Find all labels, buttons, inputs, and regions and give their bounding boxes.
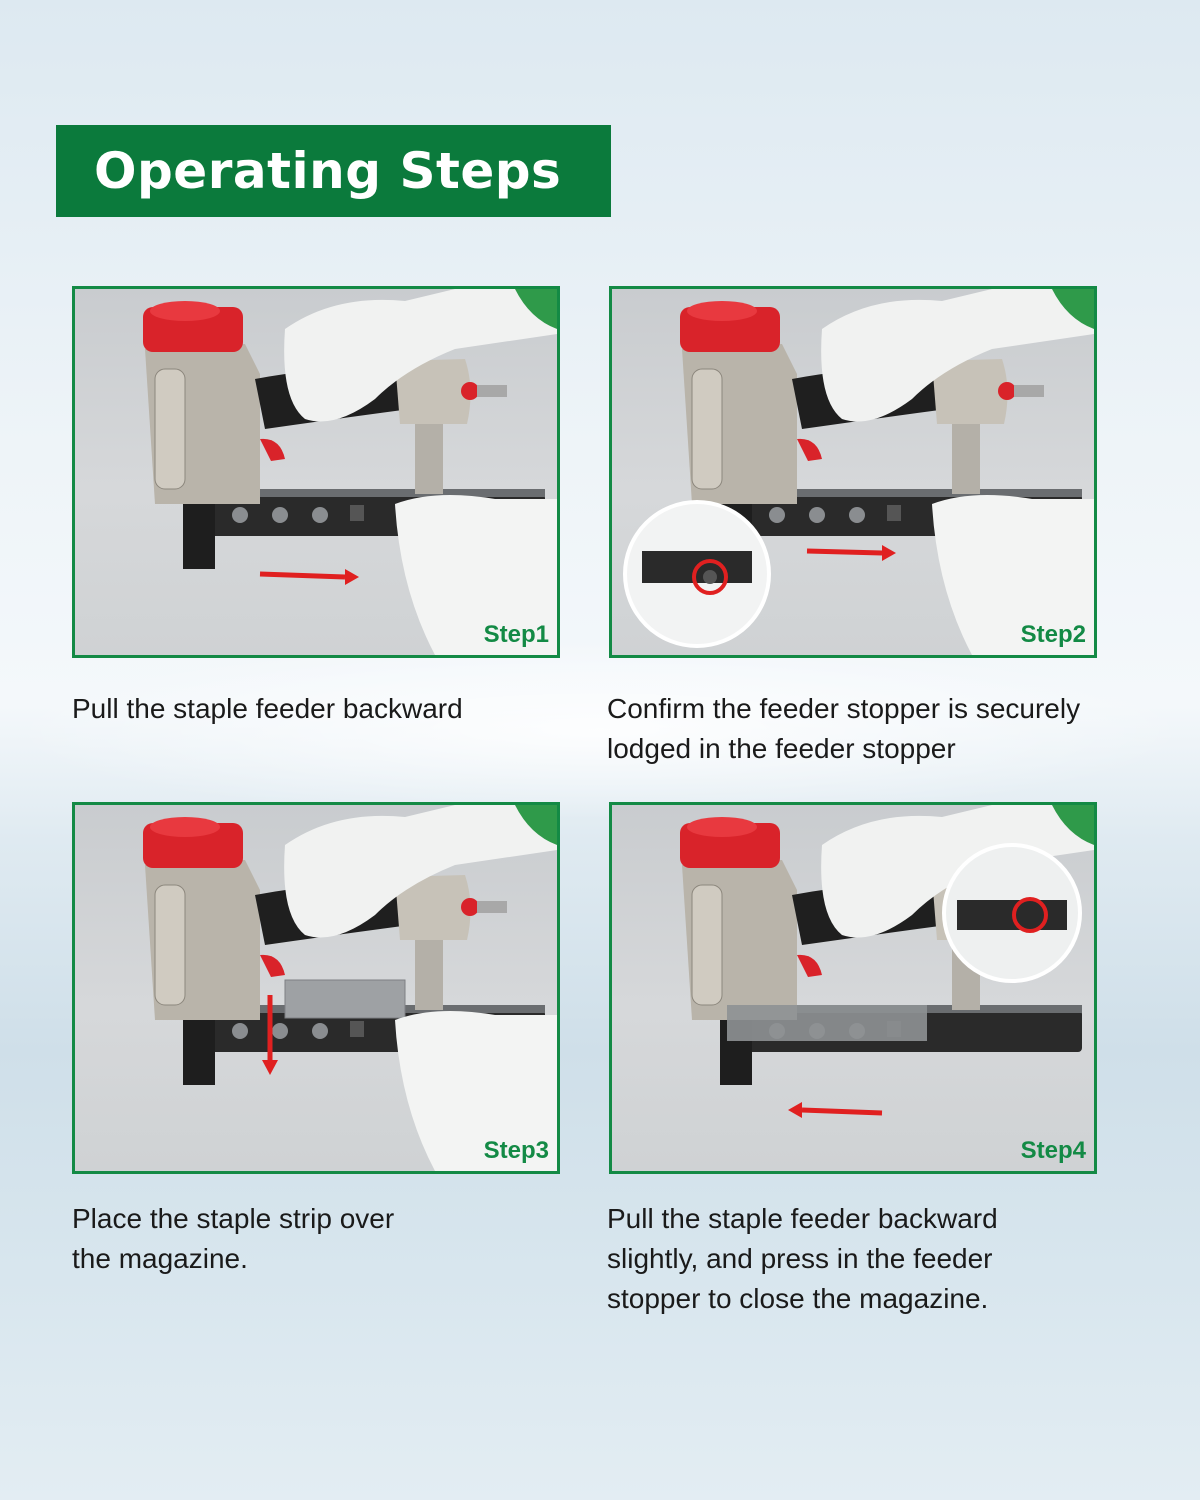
step2-caption: Confirm the feeder stopper is securely l… bbox=[607, 689, 1080, 769]
step-label: Step4 bbox=[1020, 1137, 1086, 1164]
step3-caption: Place the staple strip over the magazine… bbox=[72, 1199, 394, 1279]
stapler-illustration bbox=[679, 805, 1094, 1118]
step4-photo: Step4 bbox=[609, 802, 1097, 1174]
step-label: Step2 bbox=[1020, 621, 1086, 648]
stapler-illustration bbox=[142, 805, 557, 1171]
stapler-illustration bbox=[623, 289, 1094, 655]
step2-photo: Step2 bbox=[609, 286, 1097, 658]
caption-line: Confirm the feeder stopper is securely bbox=[607, 693, 1081, 724]
caption-line: Pull the staple feeder backward bbox=[72, 693, 463, 724]
step1-photo: Step1 bbox=[72, 286, 560, 658]
stapler-illustration bbox=[142, 289, 557, 655]
step1-caption: Pull the staple feeder backward bbox=[72, 689, 463, 729]
caption-line: slightly, and press in the feeder bbox=[607, 1243, 993, 1274]
caption-line: Pull the staple feeder backward bbox=[607, 1203, 998, 1234]
caption-line: stopper to close the magazine. bbox=[607, 1283, 989, 1314]
step3-photo: Step3 bbox=[72, 802, 560, 1174]
title-banner: Operating Steps bbox=[56, 125, 611, 217]
background-haze bbox=[0, 640, 1200, 820]
caption-line: lodged in the feeder stopper bbox=[607, 733, 956, 764]
caption-line: the magazine. bbox=[72, 1243, 248, 1274]
step-label: Step3 bbox=[483, 1137, 549, 1164]
page-title: Operating Steps bbox=[94, 142, 562, 200]
step-label: Step1 bbox=[483, 621, 549, 648]
step4-caption: Pull the staple feeder backward slightly… bbox=[607, 1199, 998, 1319]
caption-line: Place the staple strip over bbox=[72, 1203, 395, 1234]
